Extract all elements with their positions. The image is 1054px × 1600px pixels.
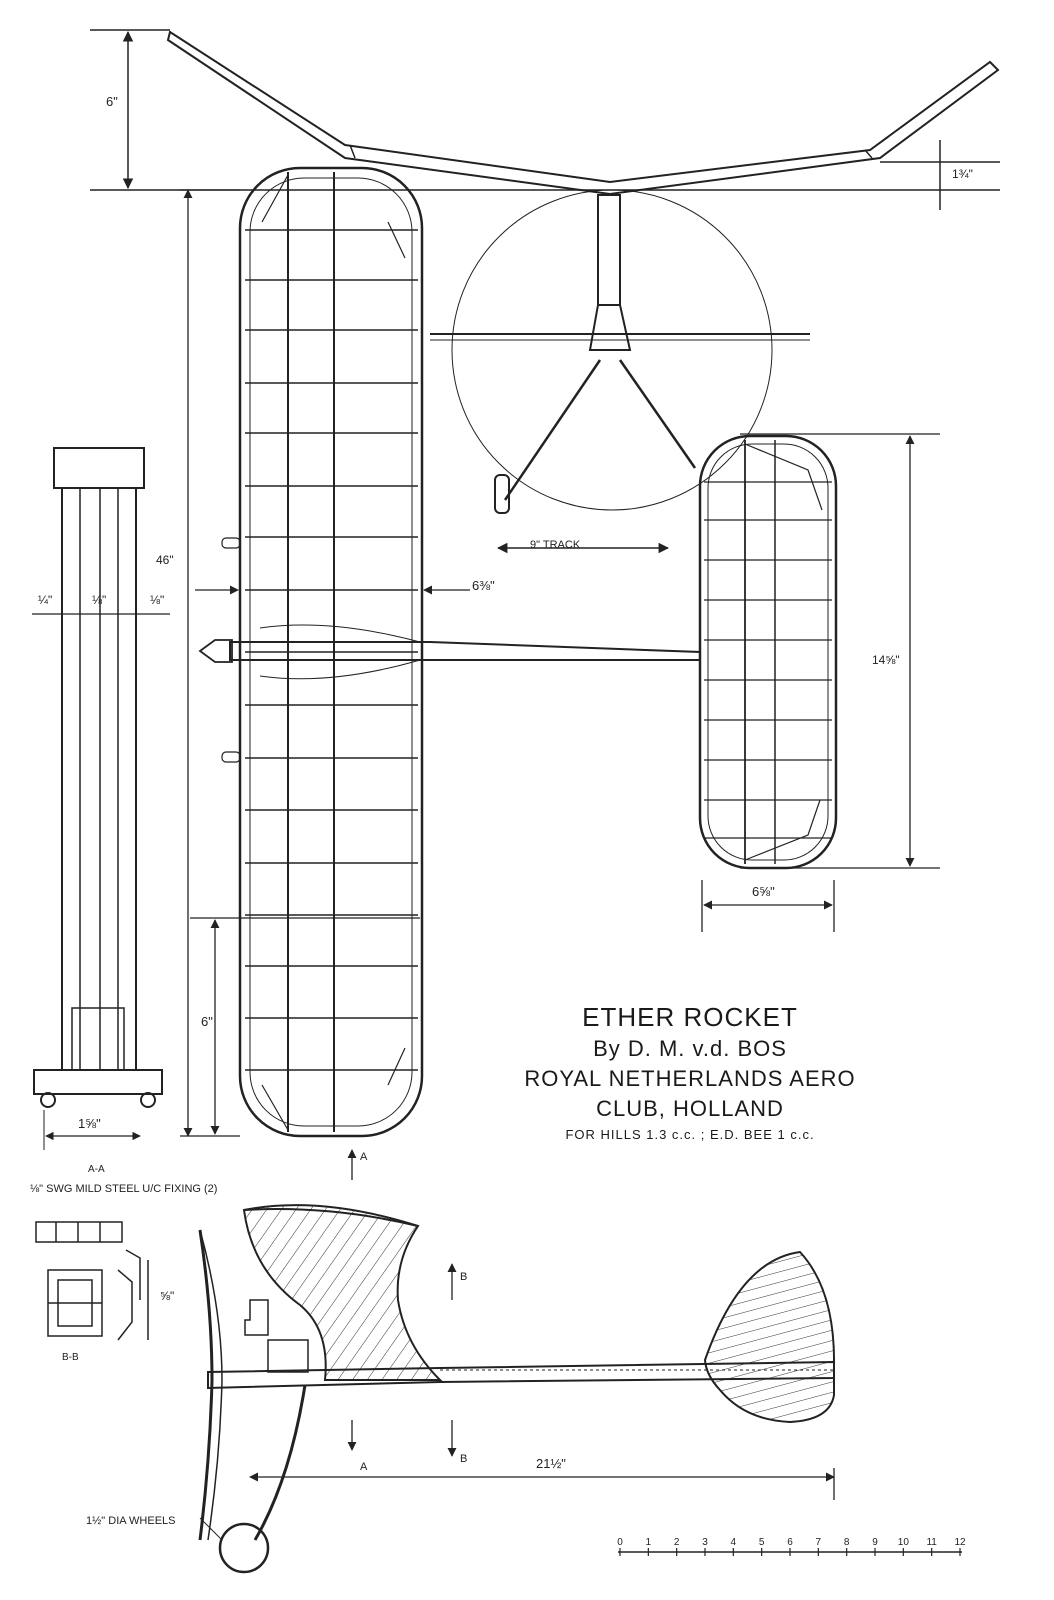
dim-wing-span: 46" [156, 553, 174, 567]
side-fin-front [242, 1204, 443, 1381]
side-dimensions [249, 1149, 835, 1500]
dim-dihedral-height: 6" [106, 94, 118, 109]
club-line-1: ROYAL NETHERLANDS AERO [524, 1066, 856, 1091]
wheels-leader [199, 1517, 223, 1541]
scale-tick-label: 10 [898, 1537, 910, 1548]
scale-tick-label: 8 [844, 1537, 850, 1548]
side-fuselage [207, 1360, 835, 1390]
scale-tick-label: 0 [617, 1537, 623, 1548]
scale-tick-label: 4 [731, 1537, 737, 1548]
side-tail-fin [703, 1250, 836, 1424]
propeller [198, 1229, 214, 1541]
scale-tick-label: 3 [702, 1537, 708, 1548]
undercarriage-right [618, 359, 697, 469]
section-bb-label: B-B [62, 1352, 79, 1363]
dim-track: 9" TRACK [530, 539, 581, 551]
front-fuselage [597, 194, 621, 306]
engine-note: FOR HILLS 1.3 c.c. ; E.D. BEE 1 c.c. [565, 1127, 815, 1142]
section-marker-a-top: A [360, 1151, 368, 1163]
wing-dimensions [180, 189, 470, 1137]
bulkhead-detail [35, 1221, 149, 1341]
dim-wing-inner-section: 6" [201, 1014, 213, 1029]
scale-tick-label: 2 [674, 1537, 680, 1548]
club-line-2: CLUB, HOLLAND [596, 1096, 784, 1121]
drawing-title: ETHER ROCKET [582, 1002, 798, 1032]
dim-tip-dihedral: 1¾" [952, 167, 973, 181]
scale-tick-label: 7 [816, 1537, 822, 1548]
wing-ribs [245, 229, 418, 1071]
undercarriage-left [503, 359, 602, 501]
scale-tick-label: 1 [646, 1537, 652, 1548]
section-marker-a-bottom: A [360, 1461, 368, 1473]
dim-fuselage-length: 21½" [536, 1456, 566, 1471]
dim-tail-chord: 6⅝" [752, 884, 775, 899]
front-view [166, 30, 1000, 514]
plan-fuselage [198, 537, 701, 763]
scale-tick-label: 12 [954, 1537, 966, 1548]
dim-strip-w2: ⅛" [92, 593, 106, 607]
scale-tick-label: 6 [787, 1537, 793, 1548]
dim-strip-w3: ⅛" [150, 593, 164, 607]
dim-gear-width: 1⅝" [78, 1116, 101, 1131]
wire-note: ⅛" SWG MILD STEEL U/C FIXING (2) [30, 1183, 217, 1195]
byline: By D. M. v.d. BOS [593, 1036, 787, 1061]
dim-tail-span: 14⅝" [872, 653, 900, 667]
section-aa-label: A-A [88, 1164, 105, 1175]
plan-tailplane [698, 434, 838, 870]
side-view [198, 1204, 836, 1574]
dihedral-dimension [90, 29, 1000, 210]
gear-detail [32, 447, 170, 1150]
wing-outline [238, 166, 424, 1138]
tail-outline [698, 434, 838, 870]
section-marker-b-bottom: B [460, 1453, 467, 1465]
title-block: ETHER ROCKET By D. M. v.d. BOS ROYAL NET… [470, 1000, 910, 1146]
scale-tick-label: 5 [759, 1537, 765, 1548]
plan-wing [238, 166, 424, 1138]
tail-dimensions [701, 433, 940, 932]
side-undercarriage [253, 1384, 307, 1541]
side-engine [244, 1299, 269, 1336]
dim-strip-w1: ¼" [38, 593, 52, 607]
dim-wing-chord: 6⅜" [472, 578, 495, 593]
front-wing-outline [166, 30, 1000, 196]
section-marker-b-top: B [460, 1271, 467, 1283]
scale-tick-label: 9 [872, 1537, 878, 1548]
side-wheel [218, 1522, 270, 1574]
front-wheel-left [494, 474, 510, 514]
scale-tick-label: 11 [926, 1537, 937, 1548]
wheels-note: 1½" DIA WHEELS [86, 1515, 176, 1527]
dim-mount-h: ⅝" [160, 1289, 174, 1303]
